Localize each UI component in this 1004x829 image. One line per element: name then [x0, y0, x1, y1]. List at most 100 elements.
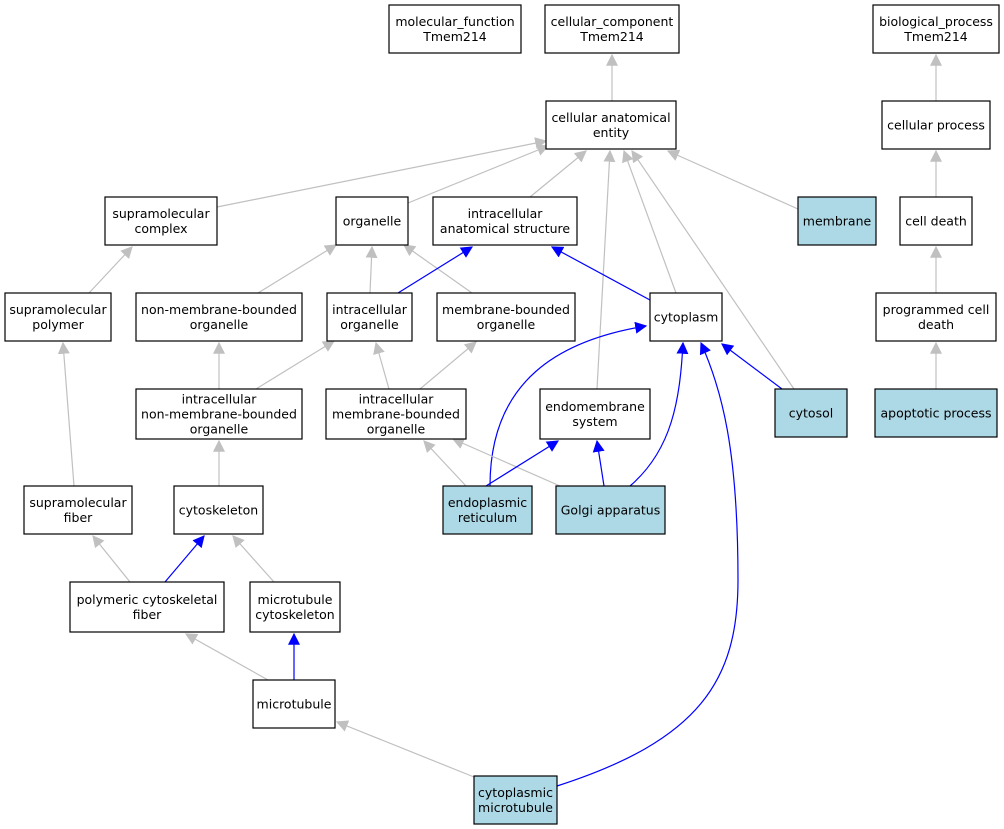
node-label-line: endomembrane [545, 399, 645, 414]
edge-line [451, 437, 561, 487]
node-cytoplasm[interactable]: cytoplasm [649, 292, 723, 342]
node-cytoskeleton[interactable]: cytoskeleton [173, 485, 264, 535]
edge-supramolecular-complex-to-cellular-anatomical-entity [216, 137, 548, 208]
edge-organelle-to-cellular-anatomical-entity [407, 144, 550, 204]
edge-supramolecular-fiber-to-supramolecular-polymer [57, 341, 75, 487]
node-label-line: Tmem214 [903, 29, 968, 44]
node-microtubule[interactable]: microtubule [252, 679, 336, 729]
edge-microtubule-to-polymeric-cytoskeletal-fiber [184, 633, 269, 681]
node-label-line: cytoskeleton [179, 503, 258, 518]
node-box [774, 388, 848, 438]
node-organelle[interactable]: organelle [335, 196, 409, 246]
node-label-line: intracellular [182, 392, 258, 407]
node-label-line: polymer [32, 317, 84, 332]
node-label-line: organelle [340, 317, 399, 332]
node-box [23, 485, 133, 535]
node-label-line: anatomical structure [440, 221, 570, 236]
edge-golgi-apparatus-to-intracellular-membrane-bounded-organelle [451, 437, 561, 487]
node-box [797, 196, 877, 246]
node-box [326, 292, 413, 342]
node-golgi-apparatus[interactable]: Golgi apparatus [555, 485, 666, 535]
node-label-line: organelle [190, 422, 249, 437]
edge-line [550, 246, 651, 301]
edge-microtubule-cytoskeleton-to-cytoskeleton [232, 535, 275, 583]
node-box [881, 100, 991, 150]
edge-line [335, 720, 475, 778]
edge-membrane-to-cellular-anatomical-entity [666, 149, 799, 210]
node-label-line: membrane [803, 214, 872, 229]
node-label-line: supramolecular [112, 206, 210, 221]
node-label-line: non-membrane-bounded [141, 407, 297, 422]
edge-line [622, 149, 677, 294]
edge-line [419, 341, 477, 390]
node-label-line: cellular anatomical [551, 110, 670, 125]
node-label-line: apoptotic process [881, 406, 992, 421]
node-label-line: reticulum [458, 510, 517, 525]
node-label-line: cellular_component [551, 14, 674, 29]
edge-intracellular-organelle-to-intracellular-anatomical-structure [397, 246, 474, 294]
edge-line [216, 137, 548, 208]
edge-intracellular-membrane-bounded-organelle-to-membrane-bounded-organelle [419, 341, 477, 390]
node-cellular-process[interactable]: cellular process [881, 100, 991, 150]
node-box [135, 388, 303, 440]
node-cytosol[interactable]: cytosol [774, 388, 848, 438]
edge-line [57, 341, 75, 487]
edge-line [596, 149, 616, 390]
node-label-line: system [572, 414, 617, 429]
node-box [388, 4, 522, 54]
node-label-line: cellular process [887, 118, 985, 133]
node-cell-death[interactable]: cell death [899, 196, 973, 246]
edge-line [164, 535, 205, 583]
node-label-line: cytoplasm [654, 310, 719, 325]
node-box [649, 292, 723, 342]
edge-cytosol-to-cytoplasm [721, 343, 783, 390]
edge-line [629, 341, 689, 487]
node-box [442, 485, 533, 535]
edge-line [631, 150, 795, 390]
node-label-line: organelle [343, 214, 402, 229]
edge-layer [57, 53, 942, 787]
node-intracellular-non-membrane-bounded-organelle[interactable]: intracellularnon-membrane-boundedorganel… [135, 388, 303, 440]
node-box [173, 485, 264, 535]
node-label-line: cytoplasmic [478, 785, 553, 800]
node-box [436, 292, 576, 342]
node-membrane[interactable]: membrane [797, 196, 877, 246]
edge-line [373, 341, 390, 390]
node-label-line: cytoskeleton [255, 607, 334, 622]
node-apoptotic-process[interactable]: apoptotic process [874, 388, 998, 438]
edge-cytoplasmic-microtubule-to-microtubule [335, 720, 475, 778]
node-box [874, 388, 998, 438]
edge-endoplasmic-reticulum-to-cytoplasm [489, 321, 648, 487]
node-box [545, 100, 677, 150]
node-label-line: endoplasmic [448, 495, 527, 510]
node-label-line: organelle [367, 422, 426, 437]
node-label-line: intracellular [359, 392, 435, 407]
node-box [325, 388, 467, 440]
node-box [544, 4, 680, 54]
edge-cytoplasm-to-cellular-anatomical-entity [622, 149, 677, 294]
node-label-line: intracellular [332, 302, 408, 317]
node-box [252, 679, 336, 729]
edge-line [184, 633, 269, 681]
edge-cytoplasm-to-intracellular-anatomical-structure [550, 246, 651, 301]
edge-intracellular-membrane-bounded-organelle-to-intracellular-organelle [373, 341, 390, 390]
